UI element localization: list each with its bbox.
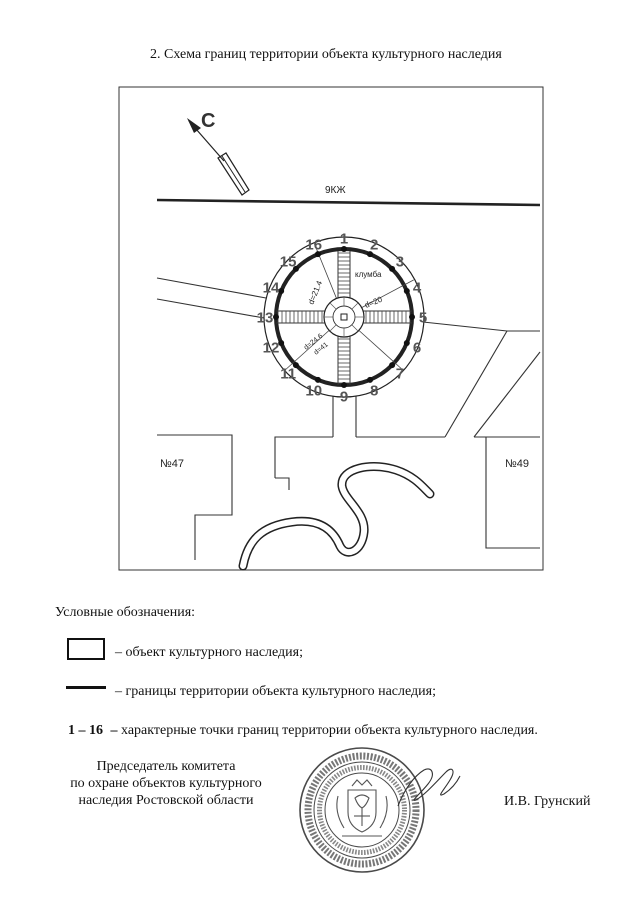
building-49-label: №49 (505, 458, 529, 470)
diameter-line (358, 330, 403, 371)
boundary-point-dot (367, 251, 374, 258)
boundary-point-dot (409, 314, 415, 320)
boundary-point-label: 16 (305, 237, 322, 254)
boundary-point-label: 6 (413, 340, 421, 357)
diameter-line (361, 279, 414, 308)
boundary-point-label: 8 (370, 382, 378, 399)
boundary-point-dot (341, 246, 347, 252)
boundary-point-label: 4 (413, 279, 422, 296)
diameter-line (285, 330, 330, 371)
boundary-point-label: 3 (396, 254, 404, 271)
boundary-point-label: 10 (305, 382, 322, 399)
outer-ring (263, 236, 425, 398)
boundary-point-label: 9 (340, 389, 348, 406)
page-title: 2. Схема границ территории объекта культ… (150, 47, 502, 62)
signatory-position-line: Председатель комитета (96, 759, 236, 774)
center-radials (324, 297, 364, 337)
legend-points-row: 1 – 16 – характерные точки границ террит… (68, 722, 538, 739)
building-47-label: №47 (160, 458, 184, 470)
diameter-label-2: d=20 (363, 295, 384, 310)
winding-path (238, 462, 435, 571)
boundary-point-dot (341, 382, 347, 388)
boundary-point-label: 13 (257, 310, 274, 327)
signatory-name: И.В. Грунский (504, 794, 591, 809)
boundary-point-dot (314, 251, 321, 258)
boundary-point-dot (403, 287, 410, 294)
center-square (340, 313, 348, 321)
legend-object-symbol (67, 638, 105, 660)
stamp-emblem-icon (336, 779, 388, 837)
map-frame (118, 86, 544, 571)
legend-points-dash: – (110, 723, 118, 738)
legend-heading: Условные обозначения: (55, 605, 196, 620)
boundary-point-label: 12 (263, 340, 280, 357)
diameter-label-1: d=21.4 (307, 279, 325, 306)
boundary-point-dot (292, 265, 299, 272)
boundary-point-label: 15 (280, 254, 297, 271)
road-label: 9КЖ (325, 185, 346, 196)
legend-boundary-text: – границы территории объекта культурного… (115, 684, 436, 699)
boundary-point-label: 2 (370, 237, 378, 254)
boundary-point-dot (403, 340, 410, 347)
boundary-point-label: 1 (340, 231, 348, 248)
boundary-point-label: 7 (396, 365, 404, 382)
boundary-point-dot (278, 340, 285, 347)
legend-points-range: 1 – 16 (68, 723, 103, 738)
boundary-point-dot (389, 362, 396, 369)
north-label: С (201, 110, 215, 132)
walkway-hatching (277, 252, 411, 384)
surrounding-outlines (156, 277, 541, 560)
legend-object-text: – объект культурного наследия; (115, 645, 303, 660)
legend-boundary-symbol (66, 686, 106, 689)
boundary-point-dot (389, 265, 396, 272)
flowerbed-label: клумба (355, 270, 382, 279)
boundary-point-dot (292, 362, 299, 369)
boundary-point-label: 14 (263, 279, 280, 296)
boundary-point-dot (367, 376, 374, 383)
legend-points-text: характерные точки границ территории объе… (121, 723, 538, 738)
boundary-point-dot (278, 287, 285, 294)
signatory-position-line: наследия Ростовской области (78, 793, 254, 808)
road-line (156, 198, 541, 207)
official-stamp (299, 747, 425, 873)
signatory-position: Председатель комитета по охране объектов… (50, 758, 282, 809)
signatory-position-line: по охране объектов культурного (70, 776, 262, 791)
boundary-point-label: 5 (419, 310, 427, 327)
boundary-point-label: 11 (280, 365, 296, 382)
north-arrow-icon (187, 118, 250, 196)
handwritten-signature (397, 768, 461, 807)
boundary-point-dot (314, 376, 321, 383)
boundary-point-dot (273, 314, 279, 320)
